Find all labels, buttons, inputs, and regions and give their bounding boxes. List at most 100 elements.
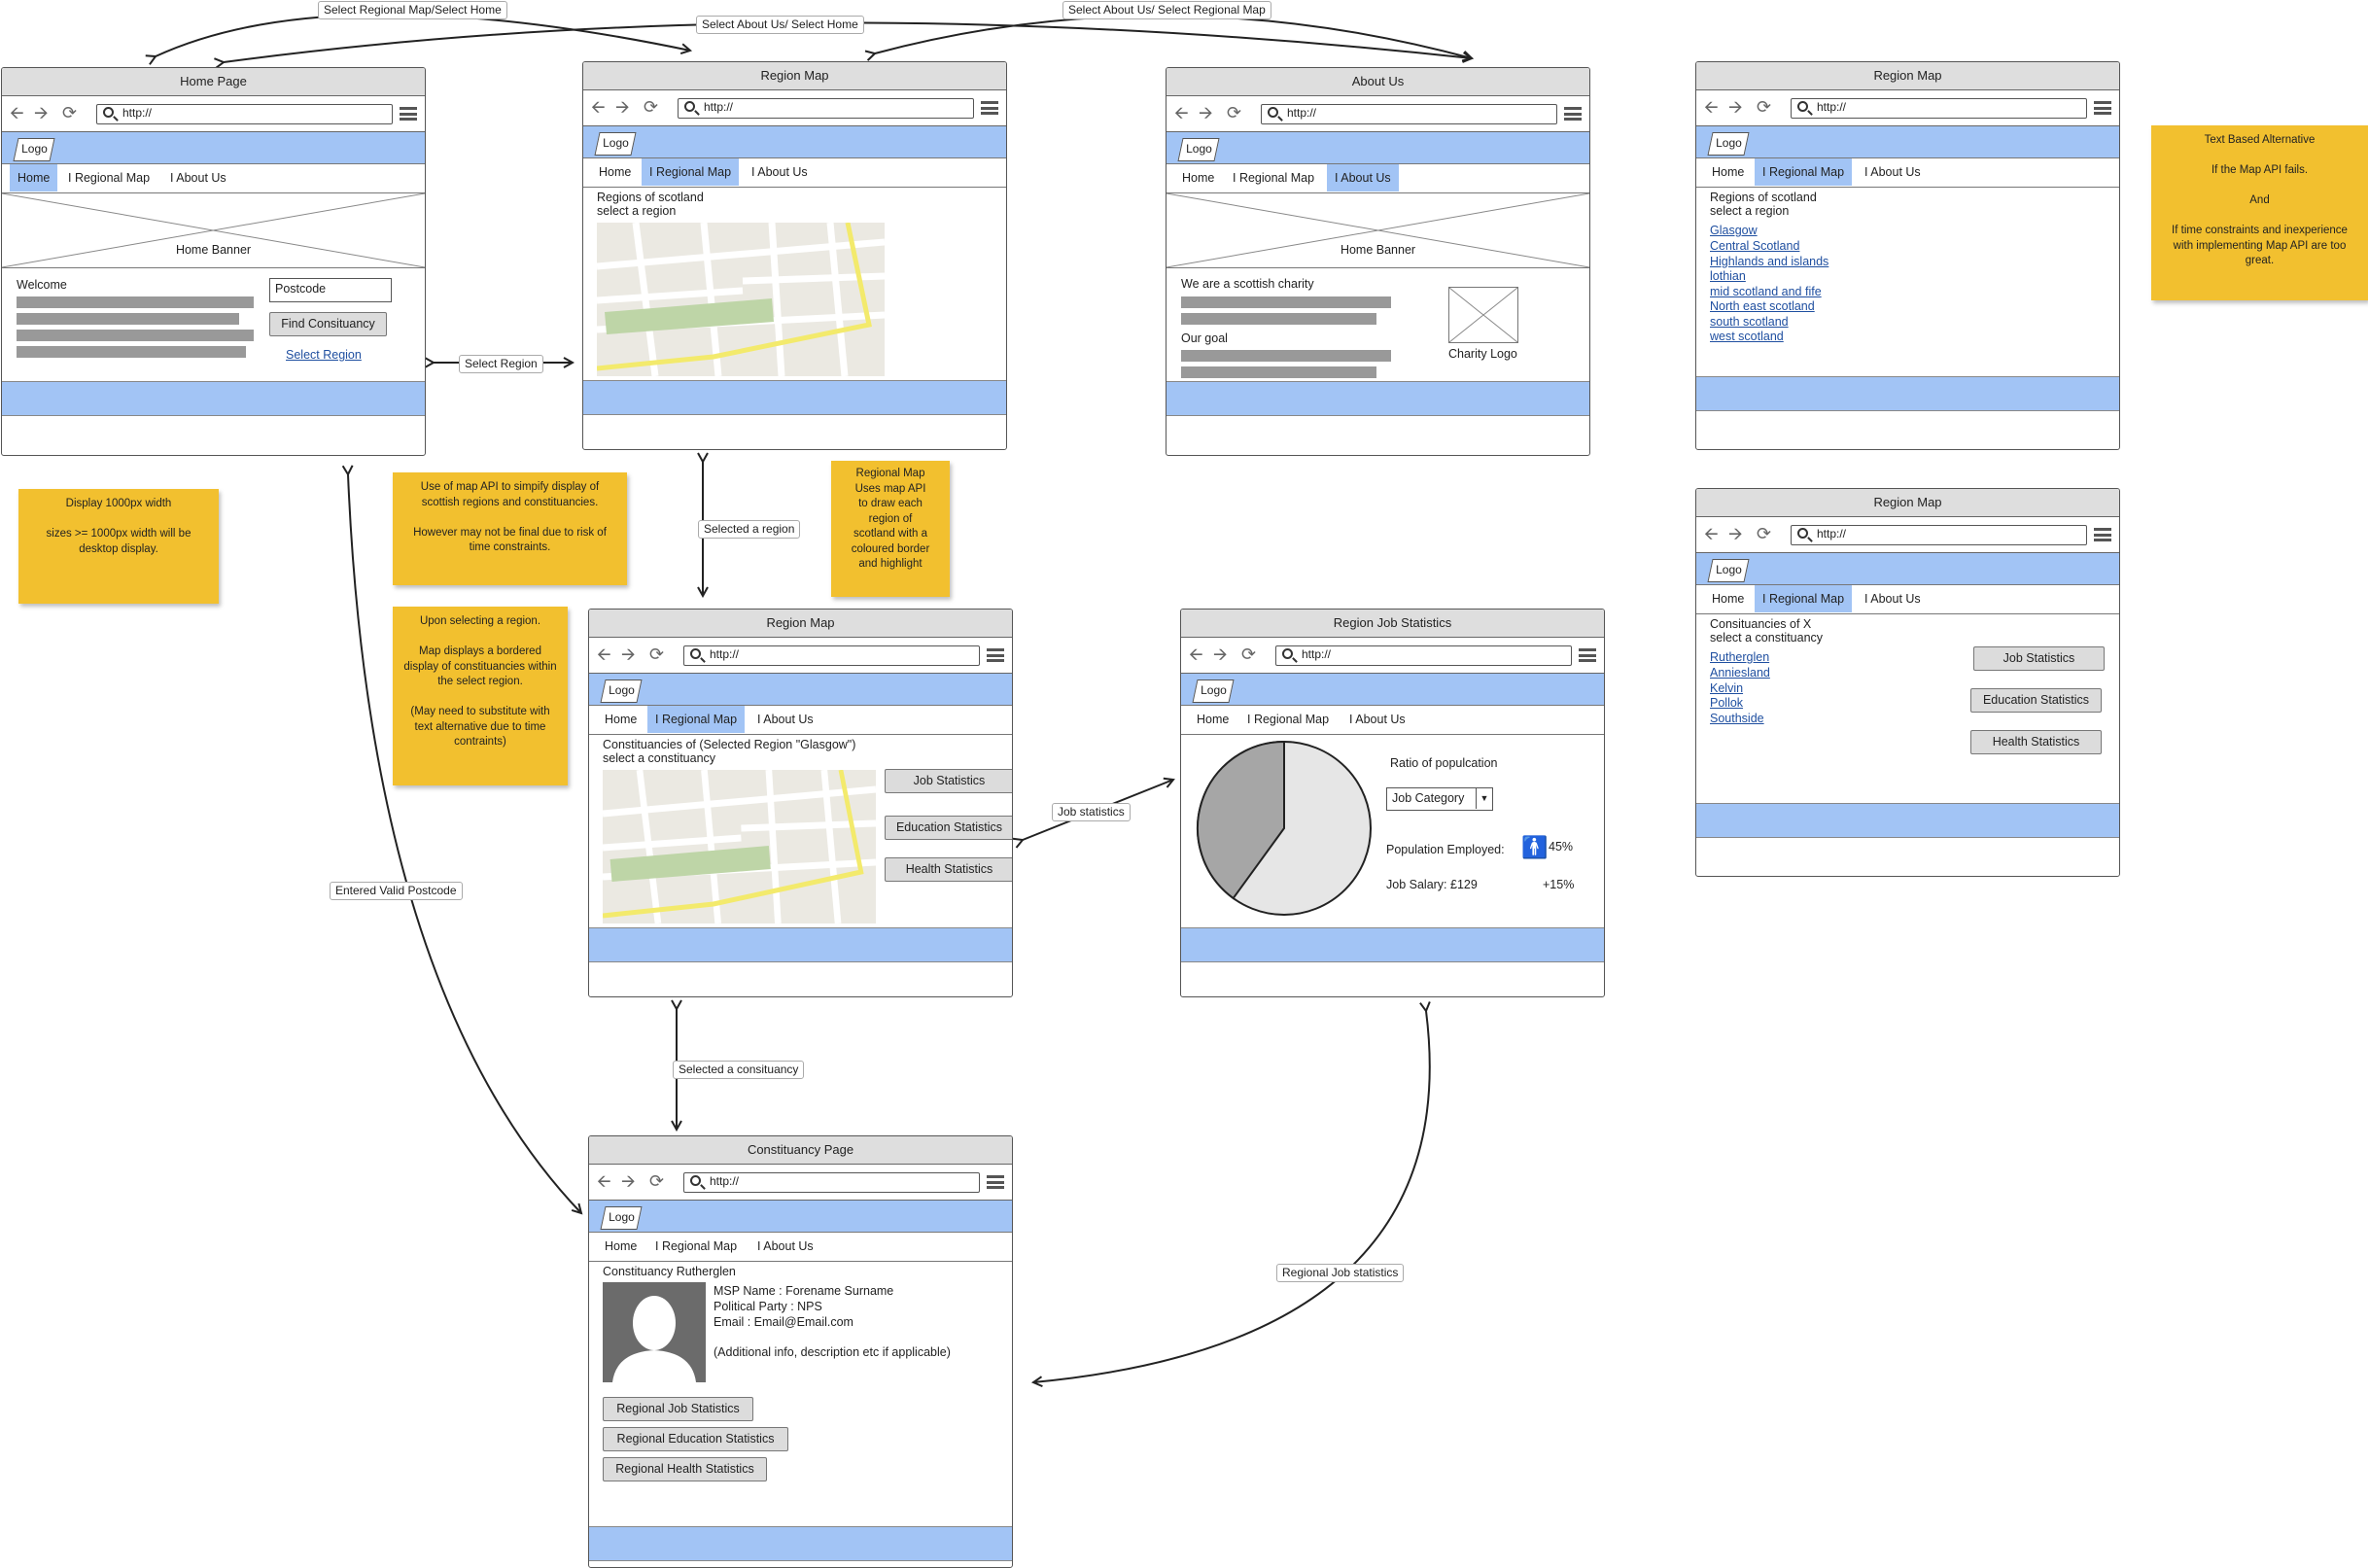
nav-regional-map[interactable]: I Regional Map — [1247, 713, 1330, 726]
nav-home[interactable]: Home — [10, 164, 58, 192]
url-input[interactable]: http:// — [678, 98, 974, 119]
logo[interactable]: Logo — [1707, 559, 1750, 582]
reload-icon[interactable]: ⟳ — [1757, 524, 1772, 543]
nav-regional-map[interactable]: I Regional Map — [647, 706, 746, 733]
nav-home[interactable]: Home — [1197, 713, 1230, 726]
education-statistics-button[interactable]: Education Statistics — [885, 816, 1012, 840]
logo[interactable]: Logo — [13, 138, 55, 161]
hamburger-menu-icon[interactable] — [1564, 107, 1582, 121]
reload-icon[interactable]: ⟳ — [1241, 645, 1257, 664]
url-input[interactable]: http:// — [1261, 104, 1557, 124]
reload-icon[interactable]: ⟳ — [649, 1171, 665, 1191]
nav-regional-map[interactable]: I Regional Map — [1233, 171, 1315, 185]
back-arrow-icon[interactable]: 🡨 — [591, 97, 606, 117]
nav-home[interactable]: Home — [1712, 592, 1745, 606]
back-arrow-icon[interactable]: 🡨 — [1174, 103, 1189, 122]
region-link[interactable]: west scotland — [1710, 330, 1784, 343]
hamburger-menu-icon[interactable] — [987, 648, 1004, 662]
hamburger-menu-icon[interactable] — [2094, 528, 2111, 541]
reload-icon[interactable]: ⟳ — [649, 645, 665, 664]
forward-arrow-icon[interactable]: 🡪 — [1728, 97, 1743, 117]
nav-about-us[interactable]: I About Us — [757, 713, 814, 726]
nav-about-us[interactable]: I About Us — [1327, 164, 1399, 192]
reload-icon[interactable]: ⟳ — [1227, 103, 1242, 122]
nav-regional-map[interactable]: I Regional Map — [642, 158, 740, 186]
logo[interactable]: Logo — [1192, 679, 1235, 703]
forward-arrow-icon[interactable]: 🡪 — [1199, 103, 1213, 122]
constituency-link[interactable]: Rutherglen — [1710, 650, 1770, 664]
constituency-map-image[interactable] — [603, 770, 876, 923]
region-link[interactable]: Central Scotland — [1710, 239, 1800, 253]
logo[interactable]: Logo — [600, 679, 643, 703]
back-arrow-icon[interactable]: 🡨 — [1704, 97, 1719, 117]
back-arrow-icon[interactable]: 🡨 — [597, 1171, 611, 1191]
region-link[interactable]: lothian — [1710, 269, 1746, 283]
nav-about-us[interactable]: I About Us — [751, 165, 808, 179]
forward-arrow-icon[interactable]: 🡪 — [1213, 645, 1228, 664]
hamburger-menu-icon[interactable] — [2094, 101, 2111, 115]
education-statistics-button[interactable]: Education Statistics — [1970, 688, 2102, 713]
nav-home[interactable]: Home — [605, 713, 638, 726]
logo[interactable]: Logo — [600, 1206, 643, 1230]
nav-about-us[interactable]: I About Us — [1864, 165, 1921, 179]
back-arrow-icon[interactable]: 🡨 — [1704, 524, 1719, 543]
find-constituency-button[interactable]: Find Consituancy — [269, 312, 387, 336]
health-statistics-button[interactable]: Health Statistics — [1970, 730, 2102, 754]
regional-health-statistics-button[interactable]: Regional Health Statistics — [603, 1457, 767, 1481]
region-link[interactable]: mid scotland and fife — [1710, 285, 1822, 298]
nav-regional-map[interactable]: I Regional Map — [655, 1239, 738, 1253]
logo[interactable]: Logo — [594, 132, 637, 156]
hamburger-menu-icon[interactable] — [400, 107, 417, 121]
nav-about-us[interactable]: I About Us — [1349, 713, 1406, 726]
back-arrow-icon[interactable]: 🡨 — [597, 645, 611, 664]
hamburger-menu-icon[interactable] — [1579, 648, 1596, 662]
constituency-link[interactable]: Kelvin — [1710, 681, 1744, 695]
back-arrow-icon[interactable]: 🡨 — [10, 103, 24, 122]
reload-icon[interactable]: ⟳ — [644, 97, 659, 117]
nav-regional-map[interactable]: I Regional Map — [1755, 158, 1853, 186]
region-link[interactable]: south scotland — [1710, 315, 1789, 329]
postcode-input[interactable]: Postcode — [269, 278, 392, 302]
nav-regional-map[interactable]: I Regional Map — [1755, 585, 1853, 612]
forward-arrow-icon[interactable]: 🡪 — [621, 1171, 636, 1191]
url-input[interactable]: http:// — [683, 1172, 980, 1193]
logo[interactable]: Logo — [1707, 132, 1750, 156]
region-link[interactable]: Highlands and islands — [1710, 255, 1829, 268]
forward-arrow-icon[interactable]: 🡪 — [1728, 524, 1743, 543]
nav-about-us[interactable]: I About Us — [170, 171, 226, 185]
forward-arrow-icon[interactable]: 🡪 — [621, 645, 636, 664]
url-input[interactable]: http:// — [683, 645, 980, 666]
forward-arrow-icon[interactable]: 🡪 — [615, 97, 630, 117]
chevron-down-icon[interactable]: ▼ — [1476, 788, 1492, 809]
reload-icon[interactable]: ⟳ — [1757, 97, 1772, 117]
nav-home[interactable]: Home — [605, 1239, 638, 1253]
region-link[interactable]: Glasgow — [1710, 224, 1758, 237]
health-statistics-button[interactable]: Health Statistics — [885, 857, 1012, 882]
constituency-link[interactable]: Anniesland — [1710, 666, 1770, 679]
forward-arrow-icon[interactable]: 🡪 — [34, 103, 49, 122]
hamburger-menu-icon[interactable] — [987, 1175, 1004, 1189]
url-input[interactable]: http:// — [1791, 98, 2087, 119]
url-input[interactable]: http:// — [1791, 525, 2087, 545]
nav-regional-map[interactable]: I Regional Map — [68, 171, 151, 185]
job-category-select[interactable]: Job Category ▼ — [1386, 787, 1493, 811]
hamburger-menu-icon[interactable] — [981, 101, 998, 115]
nav-home[interactable]: Home — [1712, 165, 1745, 179]
reload-icon[interactable]: ⟳ — [62, 103, 78, 122]
nav-home[interactable]: Home — [1182, 171, 1215, 185]
nav-about-us[interactable]: I About Us — [1864, 592, 1921, 606]
nav-home[interactable]: Home — [599, 165, 632, 179]
back-arrow-icon[interactable]: 🡨 — [1189, 645, 1203, 664]
constituency-link[interactable]: Southside — [1710, 712, 1764, 725]
region-link[interactable]: North east scotland — [1710, 299, 1815, 313]
regional-job-statistics-button[interactable]: Regional Job Statistics — [603, 1397, 753, 1421]
regional-education-statistics-button[interactable]: Regional Education Statistics — [603, 1427, 788, 1451]
url-input[interactable]: http:// — [1275, 645, 1572, 666]
constituency-link[interactable]: Pollok — [1710, 696, 1744, 710]
job-statistics-button[interactable]: Job Statistics — [1973, 646, 2105, 671]
job-statistics-button[interactable]: Job Statistics — [885, 769, 1012, 793]
region-map-image[interactable] — [597, 223, 885, 376]
logo[interactable]: Logo — [1177, 138, 1220, 161]
nav-about-us[interactable]: I About Us — [757, 1239, 814, 1253]
select-region-link[interactable]: Select Region — [286, 348, 362, 362]
